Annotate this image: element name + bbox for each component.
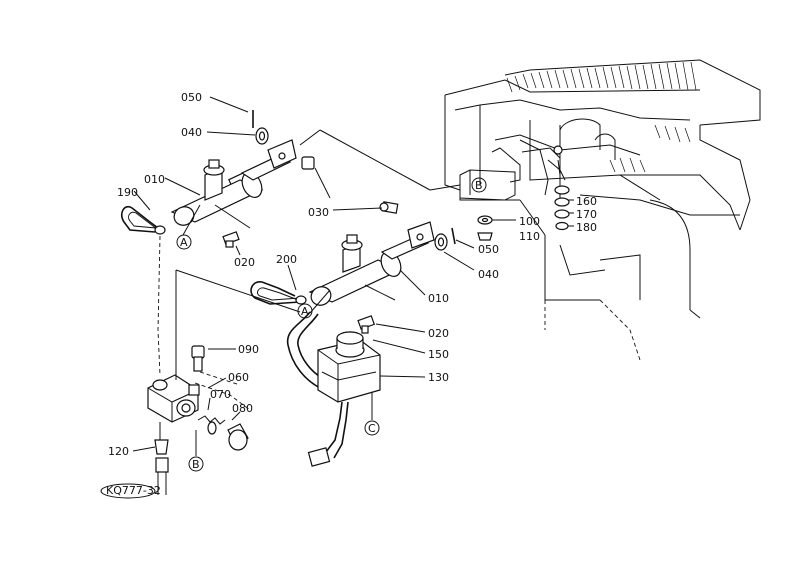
callout-b-lower: B — [188, 456, 204, 472]
label-180: 180 — [576, 221, 597, 234]
drawing-code-badge: KQ777-32 — [100, 483, 161, 499]
pipe-190 — [120, 205, 166, 376]
svg-text:B: B — [192, 458, 200, 471]
svg-text:C: C — [368, 422, 376, 435]
reservoir-tank — [286, 311, 381, 467]
label-020-upper: 020 — [234, 256, 255, 269]
bolt-030 — [301, 156, 399, 214]
label-030: 030 — [308, 206, 329, 219]
label-190: 190 — [117, 186, 138, 199]
bolt-020-upper — [222, 231, 240, 248]
label-200: 200 — [276, 253, 297, 266]
callout-b-frame: B — [471, 177, 487, 193]
label-010-upper: 010 — [144, 173, 165, 186]
svg-text:KQ777-32: KQ777-32 — [106, 484, 161, 497]
upper-master-cylinder — [170, 110, 297, 226]
valve-assembly — [147, 345, 251, 495]
frame-assembly — [444, 59, 761, 361]
callout-a-lower: A — [297, 303, 313, 319]
part-labels: 050 040 190 010 020 030 200 160 170 180 … — [108, 91, 597, 458]
label-100: 100 — [519, 215, 540, 228]
label-060: 060 — [228, 371, 249, 384]
label-080: 080 — [232, 402, 253, 415]
label-040-upper: 040 — [181, 126, 202, 139]
svg-text:A: A — [301, 305, 309, 318]
callouts: A A B B C — [176, 177, 487, 472]
label-110: 110 — [519, 230, 540, 243]
label-130: 130 — [428, 371, 449, 384]
label-120: 120 — [108, 445, 129, 458]
callout-c: C — [364, 420, 380, 436]
leader-lines — [132, 96, 574, 456]
label-150: 150 — [428, 348, 449, 361]
label-160: 160 — [576, 195, 597, 208]
label-040-lower: 040 — [478, 268, 499, 281]
label-070: 070 — [210, 388, 231, 401]
pipe-200 — [250, 281, 307, 305]
label-050-lower: 050 — [478, 243, 499, 256]
svg-text:B: B — [475, 179, 483, 192]
label-170: 170 — [576, 208, 597, 221]
label-050-upper: 050 — [181, 91, 202, 104]
svg-text:A: A — [180, 236, 188, 249]
label-020-lower: 020 — [428, 327, 449, 340]
label-010-lower: 010 — [428, 292, 449, 305]
label-090: 090 — [238, 343, 259, 356]
callout-a-upper: A — [176, 234, 192, 250]
washer-stack — [477, 185, 570, 241]
